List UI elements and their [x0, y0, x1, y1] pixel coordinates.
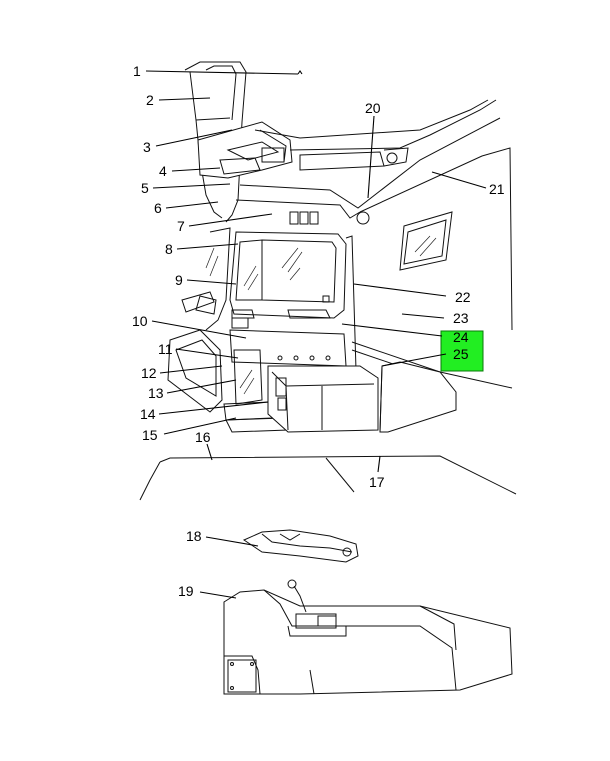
callout-17: 17 — [369, 474, 385, 490]
callout-25: 25 — [453, 346, 469, 362]
callout-5: 5 — [141, 180, 149, 196]
callout-16: 16 — [195, 429, 211, 445]
callout-3: 3 — [143, 139, 151, 155]
highlight-box — [440, 330, 484, 372]
callout-9: 9 — [175, 272, 183, 288]
callout-13: 13 — [148, 385, 164, 401]
callout-22: 22 — [455, 289, 471, 305]
callout-10: 10 — [132, 313, 148, 329]
callout-15: 15 — [142, 427, 158, 443]
callout-18: 18 — [186, 528, 202, 544]
callout-20: 20 — [365, 100, 381, 116]
callout-4: 4 — [159, 163, 167, 179]
callout-11: 11 — [158, 341, 173, 357]
callout-14: 14 — [140, 406, 156, 422]
callout-7: 7 — [177, 218, 185, 234]
callout-8: 8 — [165, 241, 173, 257]
callout-24: 24 — [453, 329, 469, 345]
dash-assembly-drawing — [223, 579, 513, 695]
callout-1: 1 — [133, 63, 141, 79]
callout-19: 19 — [178, 583, 194, 599]
callout-23: 23 — [453, 310, 469, 326]
callout-labels: 1 2 3 4 5 6 7 8 9 10 11 12 13 14 15 16 1… — [132, 63, 505, 599]
callout-21: 21 — [489, 181, 505, 197]
callout-2: 2 — [146, 92, 154, 108]
grab-handle-drawing — [242, 529, 359, 563]
callout-6: 6 — [154, 200, 162, 216]
cab-interior-drawing — [139, 61, 517, 501]
leader-lines — [145, 70, 487, 599]
callout-12: 12 — [141, 365, 157, 381]
